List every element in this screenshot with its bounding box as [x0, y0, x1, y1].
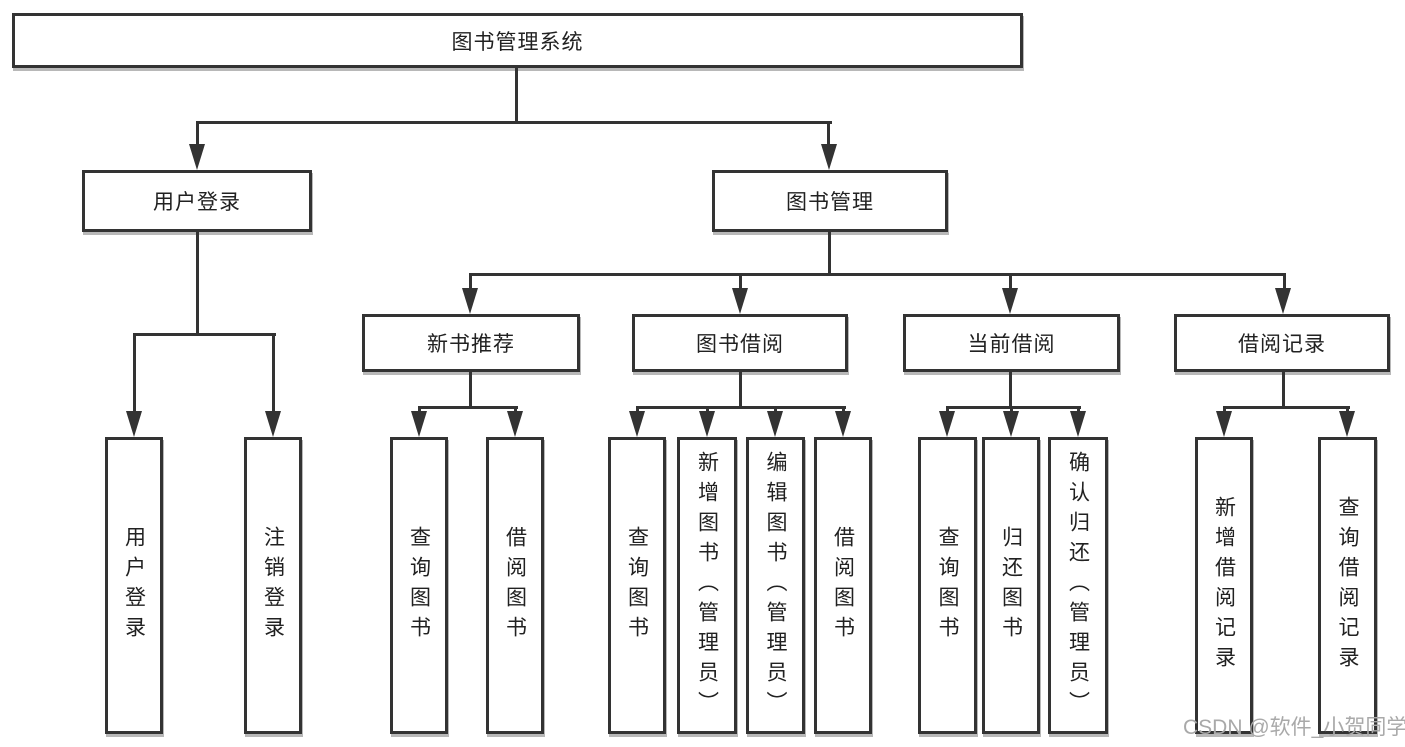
arrow-down-borrow-query: [629, 411, 645, 437]
arrow-down-current-borrow: [1002, 288, 1018, 314]
node-borrow-add-books-admin: 新增图书（管理员）: [677, 437, 737, 734]
node-current-query-books: 查询图书: [918, 437, 977, 734]
node-current-confirm-return-admin: 确认归还（管理员）: [1048, 437, 1108, 734]
arrow-down-current-return: [1003, 411, 1019, 437]
node-records-query-record: 查询借阅记录: [1318, 437, 1377, 734]
connector-borrow-rail: [636, 406, 846, 409]
connector-recommend-rail: [418, 406, 518, 409]
connector-records-trunk: [1282, 372, 1285, 409]
connector-root-rail: [196, 121, 832, 124]
node-current-borrow: 当前借阅: [903, 314, 1120, 372]
arrow-down-borrow-add: [699, 411, 715, 437]
node-user-login: 用户登录: [82, 170, 312, 232]
connector-user-login-trunk: [196, 232, 199, 336]
connector-current-rail: [946, 406, 1081, 409]
node-recommend-borrow-books: 借阅图书: [486, 437, 544, 734]
connector-drop-user-login: [196, 124, 199, 146]
node-borrow-query-books: 查询图书: [608, 437, 666, 734]
connector-drop-book-management: [827, 124, 830, 146]
arrow-down-borrow-edit: [767, 411, 783, 437]
connector-book-management-rail: [469, 273, 1286, 276]
connector-records-rail: [1223, 406, 1350, 409]
arrow-down-records-add: [1216, 411, 1232, 437]
connector-root-trunk: [515, 68, 518, 124]
connector-drop-book-borrow: [739, 276, 742, 290]
node-book-borrow: 图书借阅: [632, 314, 848, 372]
connector-recommend-trunk: [469, 372, 472, 409]
node-logout: 注销登录: [244, 437, 302, 734]
node-login: 用户登录: [105, 437, 163, 734]
node-current-return-books: 归还图书: [982, 437, 1040, 734]
arrow-down-recommend-borrow: [507, 411, 523, 437]
connector-borrow-trunk: [739, 372, 742, 409]
arrow-down-borrow-records: [1275, 288, 1291, 314]
node-borrow-edit-books-admin: 编辑图书（管理员）: [746, 437, 805, 734]
arrow-down-borrow-borrow: [835, 411, 851, 437]
connector-drop-login: [133, 336, 136, 413]
node-book-management: 图书管理: [712, 170, 948, 232]
connector-user-login-rail: [133, 333, 276, 336]
arrow-down-user-login: [189, 144, 205, 170]
arrow-down-logout: [265, 411, 281, 437]
connector-drop-logout: [272, 336, 275, 413]
arrow-down-book-management: [821, 144, 837, 170]
arrow-down-book-borrow: [732, 288, 748, 314]
connector-drop-borrow-records: [1283, 276, 1286, 290]
node-new-book-recommend: 新书推荐: [362, 314, 580, 372]
arrow-down-recommend-query: [411, 411, 427, 437]
node-book-management-system: 图书管理系统: [12, 13, 1023, 68]
arrow-down-current-query: [939, 411, 955, 437]
node-records-add-record: 新增借阅记录: [1195, 437, 1253, 734]
arrow-down-new-book-recommend: [462, 288, 478, 314]
connector-drop-new-book-recommend: [469, 276, 472, 290]
node-borrow-records: 借阅记录: [1174, 314, 1390, 372]
connector-current-trunk: [1009, 372, 1012, 409]
arrow-down-current-confirm: [1070, 411, 1086, 437]
connector-drop-current-borrow: [1009, 276, 1012, 290]
node-recommend-query-books: 查询图书: [390, 437, 448, 734]
arrow-down-records-query: [1339, 411, 1355, 437]
node-borrow-borrow-books: 借阅图书: [814, 437, 872, 734]
arrow-down-login: [126, 411, 142, 437]
connector-book-management-trunk: [828, 232, 831, 276]
csdn-watermark: CSDN @软件_小贺同学: [1183, 716, 1405, 739]
